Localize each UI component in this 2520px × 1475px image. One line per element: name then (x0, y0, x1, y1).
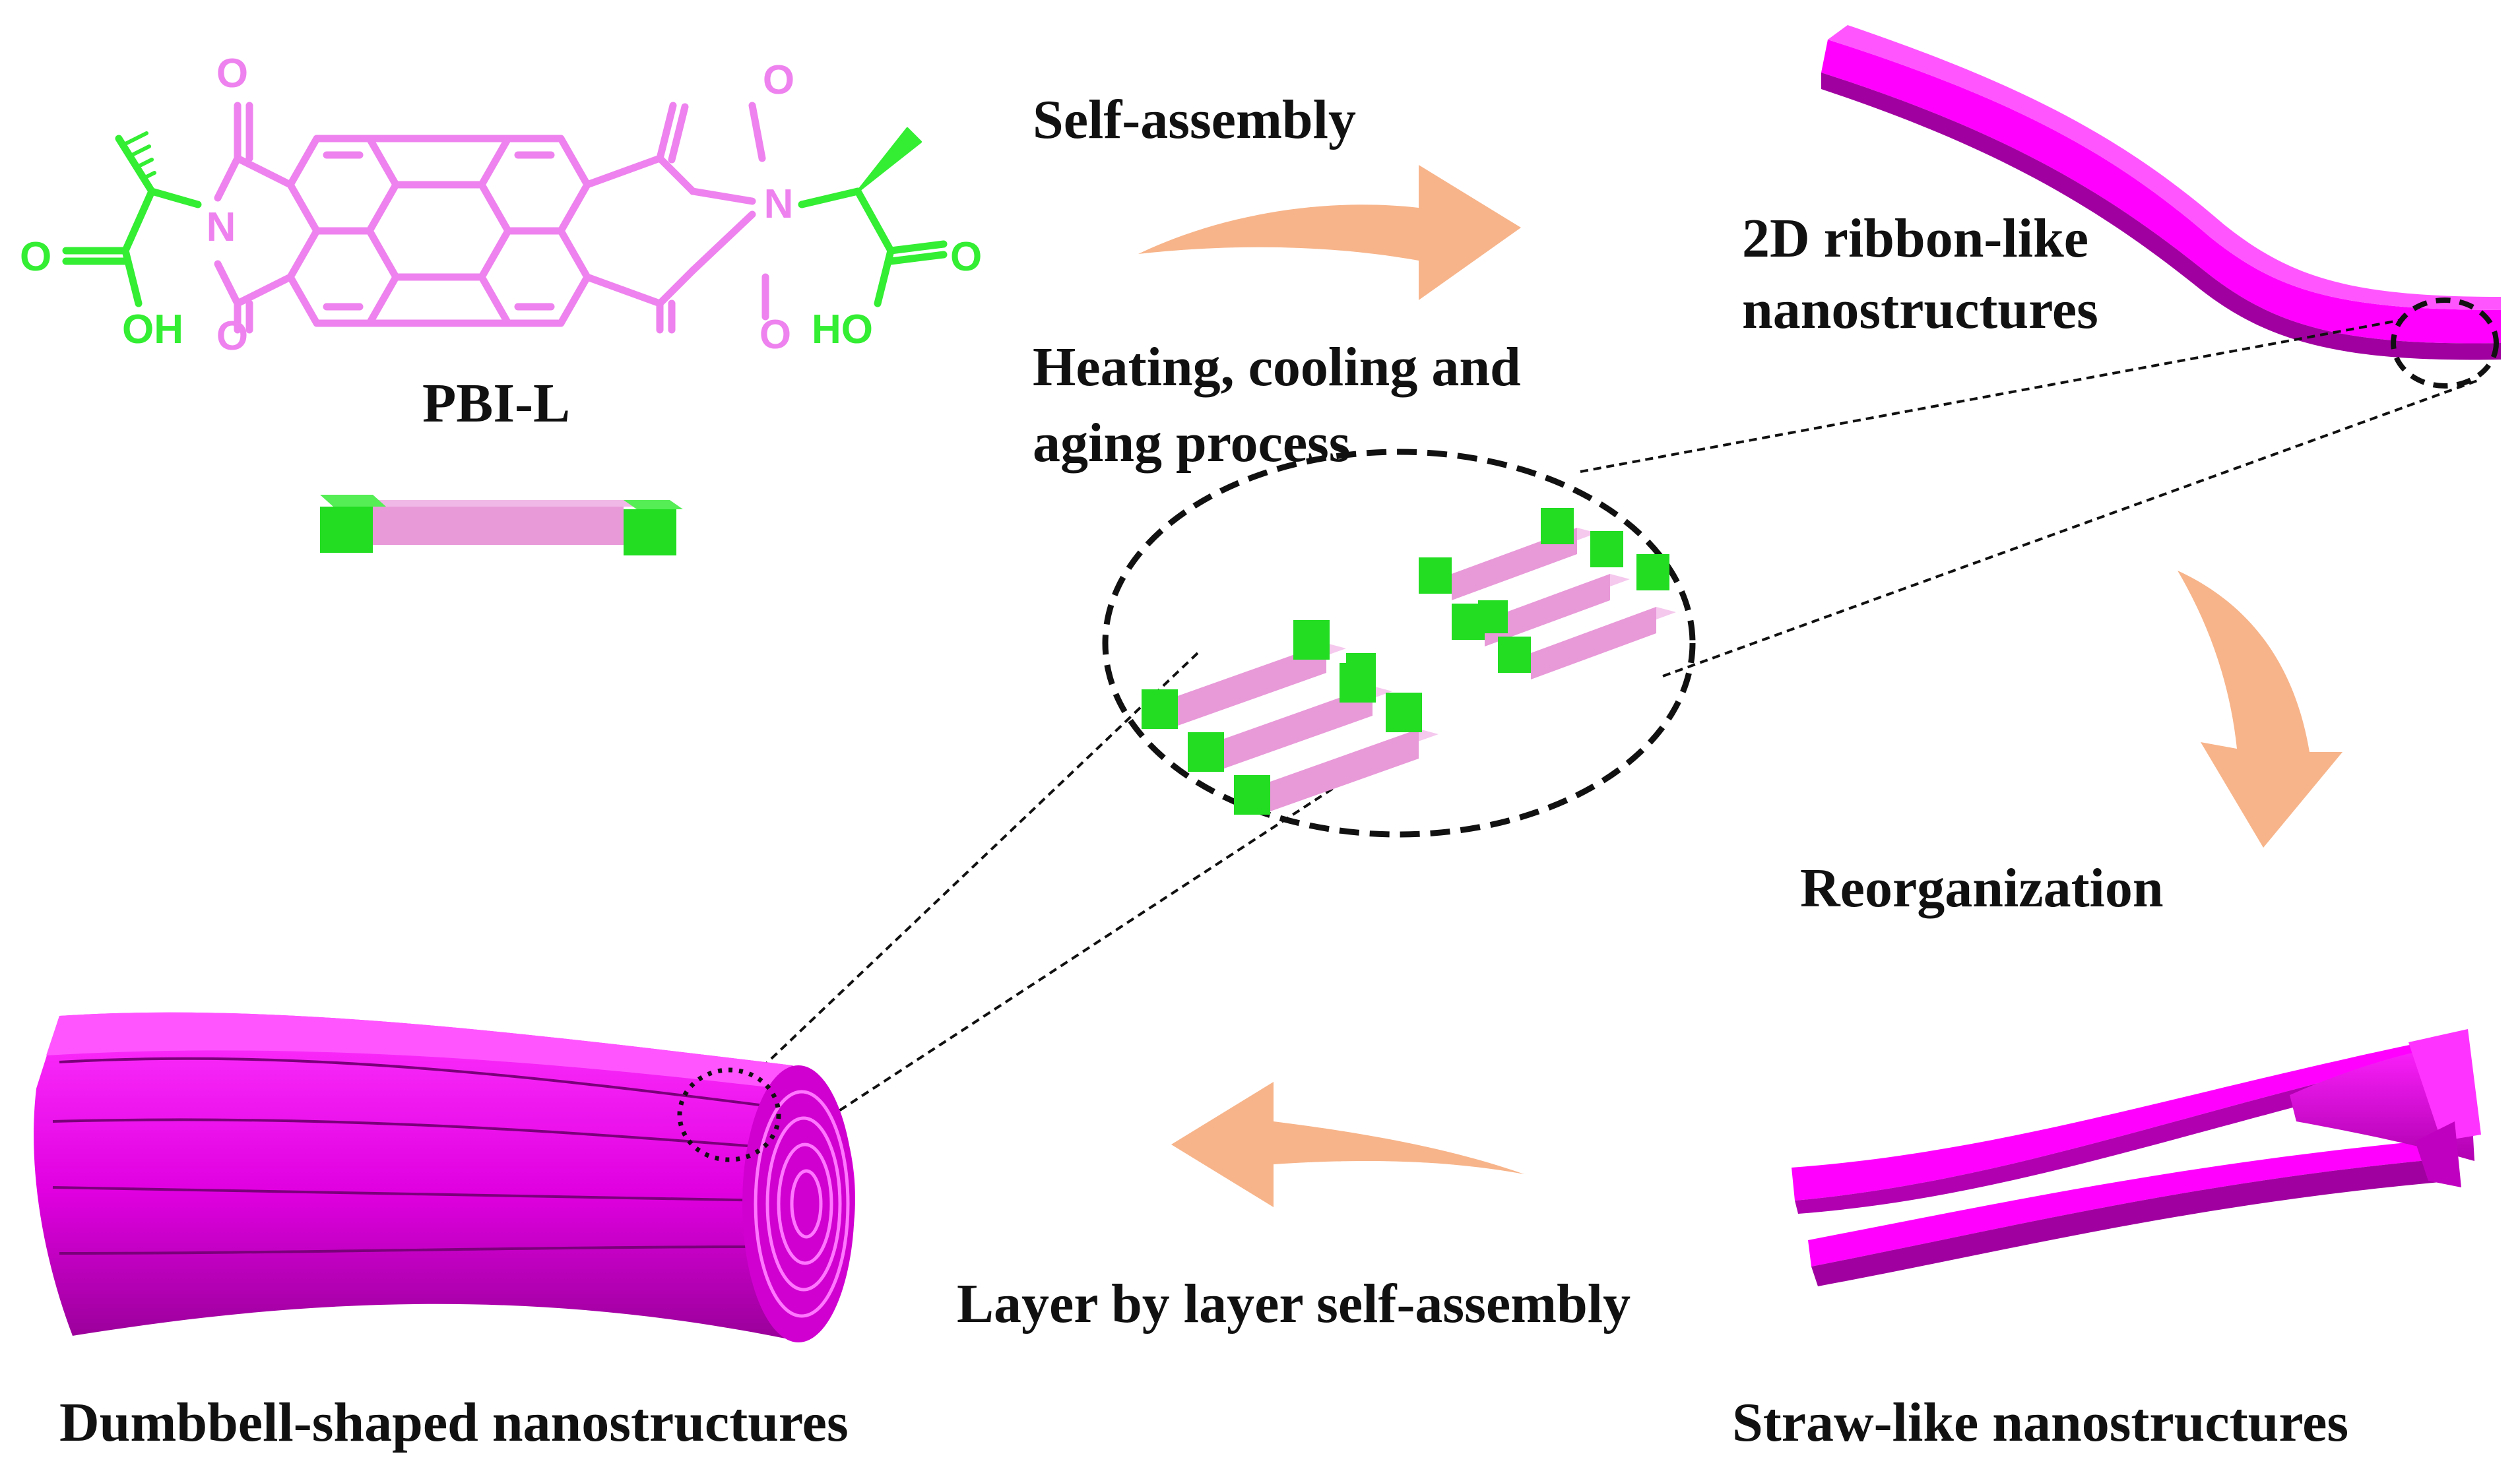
oxygen-top-left-label: O (216, 51, 248, 96)
molecule-name-label: PBI-L (422, 373, 571, 434)
reorganization-label: Reorganization (1800, 858, 2164, 919)
oxygen-acid-left-label: O (20, 234, 51, 280)
self-assembly-arrow (1138, 165, 1521, 300)
pbi-l-rod-model (320, 495, 683, 555)
hydroxyl-right-label: HO (812, 307, 873, 352)
alanine-groups (62, 135, 948, 307)
perylene-core (214, 102, 697, 334)
solid-wedge (856, 127, 922, 193)
pbi-l-structure: O N O O N O (20, 51, 982, 359)
hydroxyl-left-label: OH (122, 307, 183, 352)
packing-zoom-ellipse (1102, 449, 1696, 838)
ribbon-zoom-circle (2391, 298, 2499, 389)
ribbon-label-line2: nanostructures (1742, 279, 2098, 340)
self-assembly-label: Self-assembly (1033, 89, 1356, 150)
nitrogen-left-label: N (207, 204, 236, 250)
dumbbell-nanostructure (34, 1012, 855, 1342)
ribbon-nanostructure (1821, 25, 2501, 360)
straw-label: Straw-like nanostructures (1732, 1392, 2349, 1453)
core-atoms: O N O O N O (207, 51, 795, 359)
conditions-label-line2: aging process (1033, 412, 1351, 474)
molecular-packing (1142, 508, 1676, 815)
oxygen-bottom-left-label: O (216, 313, 248, 359)
straw-nanostructure (1792, 1029, 2481, 1286)
zoom-connector-lines (718, 319, 2482, 1162)
dumbbell-label: Dumbbell-shaped nanostructures (59, 1392, 849, 1453)
layer-assembly-arrow (1171, 1082, 1524, 1207)
hashed-wedge (122, 131, 156, 180)
dumbbell-zoom-circle (677, 1067, 781, 1162)
layer-by-layer-label: Layer by layer self-assembly (957, 1273, 1631, 1334)
reorganization-arrow (2178, 571, 2342, 848)
oxygen-acid-right-label: O (950, 234, 982, 280)
ribbon-label-line1: 2D ribbon-like (1742, 208, 2089, 269)
nitrogen-right-label: N (764, 181, 794, 227)
conditions-label-line1: Heating, cooling and (1033, 336, 1521, 398)
oxygen-top-right-label: O (763, 57, 794, 103)
